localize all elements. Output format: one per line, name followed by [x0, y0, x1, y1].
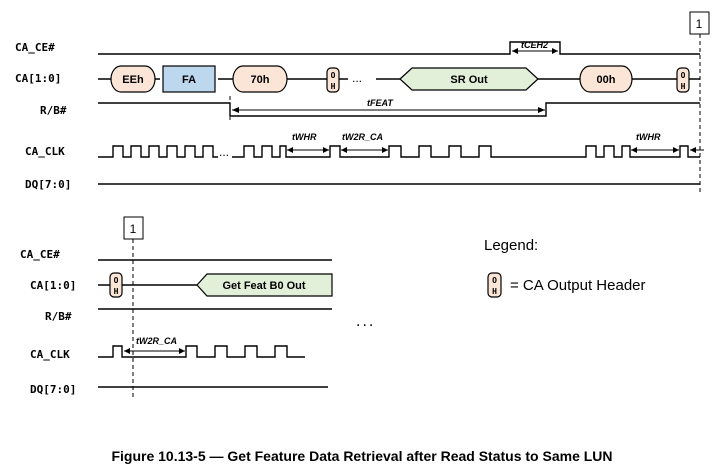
tceh2-label: tCEH2: [521, 40, 548, 50]
signal-label-rb: R/B#: [45, 310, 72, 323]
ee-command-label: EEh: [122, 74, 144, 86]
cmd-70h-label: 70h: [251, 74, 270, 86]
clk-ellipsis: ...: [219, 145, 229, 159]
twhr-label: tWHR: [292, 132, 317, 142]
signal-label-dq: DQ[7:0]: [30, 383, 76, 396]
svg-text:H: H: [114, 287, 119, 296]
tceh2-timing: tCEH2: [512, 40, 558, 54]
signal-label-ca-ce: CA_CE#: [15, 41, 55, 54]
signal-label-rb: R/B#: [40, 104, 67, 117]
twhr-timing: tWHR: [631, 132, 679, 153]
ca-bus-ellipsis: ...: [352, 71, 362, 85]
fa-address-box: FA: [162, 65, 216, 93]
tw2r-ca-timing: tW2R_CA: [124, 336, 185, 354]
tw2r-ca-label: tW2R_CA: [342, 132, 383, 142]
tfeat-timing: tFEAT: [229, 96, 545, 120]
tfeat-label: tFEAT: [367, 98, 394, 108]
cmd-70h-box: 70h: [232, 65, 288, 93]
ee-command-box: EEh: [110, 65, 156, 93]
continuation-ellipsis: ...: [356, 313, 375, 330]
rb-waveform: [98, 102, 700, 117]
tw2r-ca-label: tW2R_CA: [136, 336, 177, 346]
signal-label-ca-clk: CA_CLK: [25, 145, 65, 158]
top-timing-diagram: CA_CE# CA[1:0] R/B# CA_CLK DQ[7:0] tCEH2…: [15, 11, 710, 192]
signal-label-ca: CA[1:0]: [30, 279, 76, 292]
svg-text:O: O: [114, 276, 119, 285]
signal-label-dq: DQ[7:0]: [25, 178, 71, 191]
output-header-icon: O H: [487, 272, 502, 298]
output-header-icon: O H: [676, 67, 690, 93]
marker-1-top: 1: [689, 11, 710, 192]
output-header-icon: O H: [326, 67, 340, 93]
ca-clk-waveform: [98, 345, 305, 358]
tw2r-ca-timing: tW2R_CA: [341, 132, 388, 153]
twhr-label: tWHR: [636, 132, 661, 142]
svg-text:O: O: [331, 71, 336, 80]
fa-address-label: FA: [182, 74, 196, 86]
get-feat-out-label: Get Feat B0 Out: [222, 280, 305, 292]
twhr-timing: tWHR: [287, 132, 329, 153]
legend-item-label: = CA Output Header: [510, 277, 646, 294]
svg-text:O: O: [681, 71, 686, 80]
cmd-00h-label: 00h: [597, 74, 616, 86]
marker-1-bottom: 1: [123, 216, 144, 400]
sr-out-box: SR Out: [399, 67, 539, 91]
signal-label-ca-clk: CA_CLK: [30, 348, 70, 361]
svg-text:H: H: [331, 82, 336, 91]
clk-arrow-head: [690, 147, 696, 153]
output-header-icon: O H: [109, 272, 123, 298]
svg-text:O: O: [492, 276, 497, 285]
signal-label-ca-ce: CA_CE#: [20, 248, 60, 261]
get-feat-out-box: Get Feat B0 Out: [196, 273, 333, 297]
cmd-00h-box: 00h: [579, 65, 633, 93]
sr-out-label: SR Out: [450, 74, 488, 86]
bottom-timing-diagram: CA_CE# CA[1:0] R/B# CA_CLK DQ[7:0] O H G…: [20, 216, 375, 400]
svg-text:H: H: [492, 287, 497, 296]
svg-text:H: H: [681, 82, 686, 91]
signal-label-ca: CA[1:0]: [15, 72, 61, 85]
figure-caption: Figure 10.13-5 — Get Feature Data Retrie…: [111, 448, 612, 464]
legend: Legend: O H = CA Output Header: [484, 237, 646, 298]
marker-label: 1: [130, 222, 137, 236]
legend-title: Legend:: [484, 237, 538, 254]
marker-label: 1: [696, 17, 703, 31]
ca-ce-waveform: [98, 41, 700, 55]
ca-clk-waveform: [98, 145, 700, 158]
